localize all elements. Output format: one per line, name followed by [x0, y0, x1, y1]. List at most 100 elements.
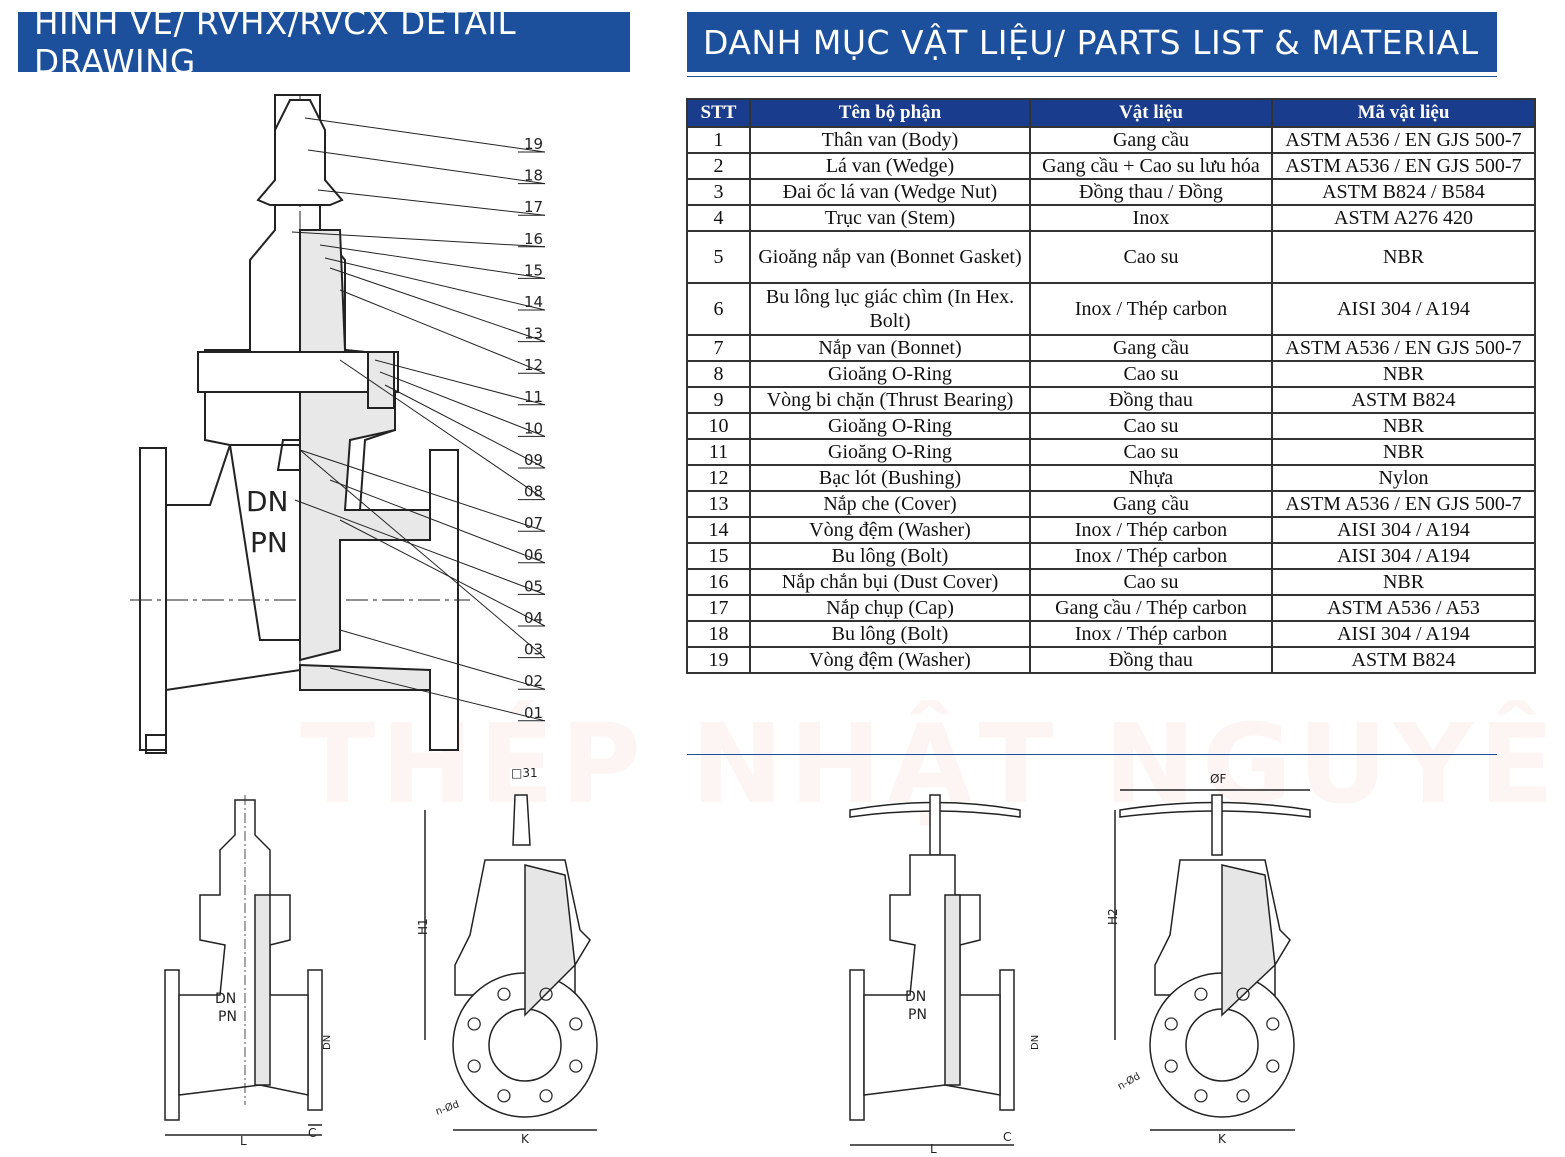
cell-part-name: Nắp chắn bụi (Dust Cover): [749, 568, 1031, 596]
bolt-hole: [467, 1017, 481, 1031]
handwheel-dim-F: ØF: [1210, 772, 1226, 786]
bolt-hole: [1236, 987, 1250, 1001]
callout-leader-line: [339, 519, 546, 627]
hw-pcd-dim-K: K: [1218, 1132, 1227, 1146]
side-view-handwheel-drawing: ØF H2 n-Ød K: [1106, 772, 1311, 1146]
cell-stt: 6: [686, 282, 751, 336]
table-header-row: STT Tên bộ phận Vật liệu Mã vật liệu: [686, 98, 1536, 128]
cell-material: Gang cầu / Thép carbon: [1029, 594, 1273, 622]
pcd-dim-K: K: [521, 1132, 530, 1146]
cell-stt: 14: [686, 516, 751, 544]
bolt-hole: [569, 1059, 583, 1073]
cell-stt: 16: [686, 568, 751, 596]
cell-stt: 2: [686, 152, 751, 180]
cell-part-name: Trục van (Stem): [749, 204, 1031, 232]
dn-mark: DN: [246, 485, 289, 518]
header-material-code: Mã vật liệu: [1271, 98, 1536, 128]
cell-stt: 17: [686, 594, 751, 622]
cell-material-code: NBR: [1271, 438, 1536, 466]
callout-number: 09: [524, 451, 543, 469]
callout-leader-line: [304, 117, 546, 153]
callout-number: 06: [524, 546, 543, 564]
cell-stt: 13: [686, 490, 751, 518]
callout-leader-line: [374, 359, 546, 406]
cell-stt: 5: [686, 230, 751, 284]
cell-material: Gang cầu: [1029, 490, 1273, 518]
callout-leader-line: [294, 499, 546, 595]
header-stt: STT: [686, 98, 751, 128]
cell-part-name: Vòng đệm (Washer): [749, 516, 1031, 544]
cell-material: Inox / Thép carbon: [1029, 282, 1273, 336]
callout-number: 16: [524, 230, 543, 248]
cell-material-code: ASTM A536 / EN GJS 500-7: [1271, 334, 1536, 362]
cell-part-name: Gioăng O-Ring: [749, 412, 1031, 440]
cell-material-code: ASTM B824: [1271, 386, 1536, 414]
detail-drawing-heading: HÌNH VẼ/ RVHX/RVCX DETAIL DRAWING: [18, 3, 630, 81]
callout-number: 18: [524, 167, 543, 185]
cell-stt: 9: [686, 386, 751, 414]
bolt-hole: [467, 1059, 481, 1073]
cell-part-name: Gioăng O-Ring: [749, 438, 1031, 466]
cell-material: Cao su: [1029, 230, 1273, 284]
cell-material: Cao su: [1029, 568, 1273, 596]
cell-material-code: AISI 304 / A194: [1271, 620, 1536, 648]
cell-stt: 1: [686, 126, 751, 154]
cell-material: Đồng thau / Đồng: [1029, 178, 1273, 206]
callout-number: 14: [524, 293, 543, 311]
callout-number: 11: [524, 388, 543, 406]
cell-material: Inox: [1029, 204, 1273, 232]
hw-dn-mark: DN: [905, 989, 926, 1005]
heading-underline: [687, 76, 1497, 77]
dn-dim: DN: [322, 1035, 333, 1050]
cell-material-code: AISI 304 / A194: [1271, 516, 1536, 544]
cell-material-code: ASTM A536 / EN GJS 500-7: [1271, 152, 1536, 180]
bolt-holes-dim: n-Ød: [434, 1098, 461, 1118]
parts-list-heading: DANH MỤC VẬT LIỆU/ PARTS LIST & MATERIAL: [687, 12, 1497, 72]
front-view-handwheel-drawing: DN PN L C DN: [849, 794, 1041, 1156]
hw-bolt-holes-dim: n-Ød: [1116, 1070, 1143, 1092]
cell-part-name: Thân van (Body): [749, 126, 1031, 154]
front-dn-mark: DN: [215, 991, 236, 1007]
cell-part-name: Đai ốc lá van (Wedge Nut): [749, 178, 1031, 206]
callout-leader-line: [319, 244, 546, 279]
cell-material: Cao su: [1029, 412, 1273, 440]
callout-number: 17: [524, 198, 543, 216]
cell-material: Inox / Thép carbon: [1029, 620, 1273, 648]
cell-part-name: Nắp van (Bonnet): [749, 334, 1031, 362]
callout-number: 12: [524, 356, 543, 374]
cell-material: Inox / Thép carbon: [1029, 542, 1273, 570]
bolt-hole: [497, 987, 511, 1001]
front-pn-mark: PN: [218, 1009, 237, 1025]
cell-part-name: Lá van (Wedge): [749, 152, 1031, 180]
callout-number: 13: [524, 325, 543, 343]
hw-dn-dim: DN: [1030, 1035, 1041, 1050]
pn-mark: PN: [250, 526, 288, 559]
callout-number: 10: [524, 419, 543, 437]
callout-leader-line: [329, 479, 546, 564]
cell-material: Inox / Thép carbon: [1029, 516, 1273, 544]
length-dim-L: L: [240, 1134, 247, 1148]
cell-material: Cao su: [1029, 438, 1273, 466]
cell-part-name: Vòng đệm (Washer): [749, 646, 1031, 674]
cell-stt: 3: [686, 178, 751, 206]
callout-leader-line: [307, 149, 546, 185]
cell-part-name: Nắp chụp (Cap): [749, 594, 1031, 622]
cell-stt: 8: [686, 360, 751, 388]
cell-part-name: Bạc lót (Bushing): [749, 464, 1031, 492]
hw-length-dim-L: L: [930, 1142, 937, 1156]
side-view-drawing: □31 H1 n-Ød K: [416, 766, 598, 1146]
